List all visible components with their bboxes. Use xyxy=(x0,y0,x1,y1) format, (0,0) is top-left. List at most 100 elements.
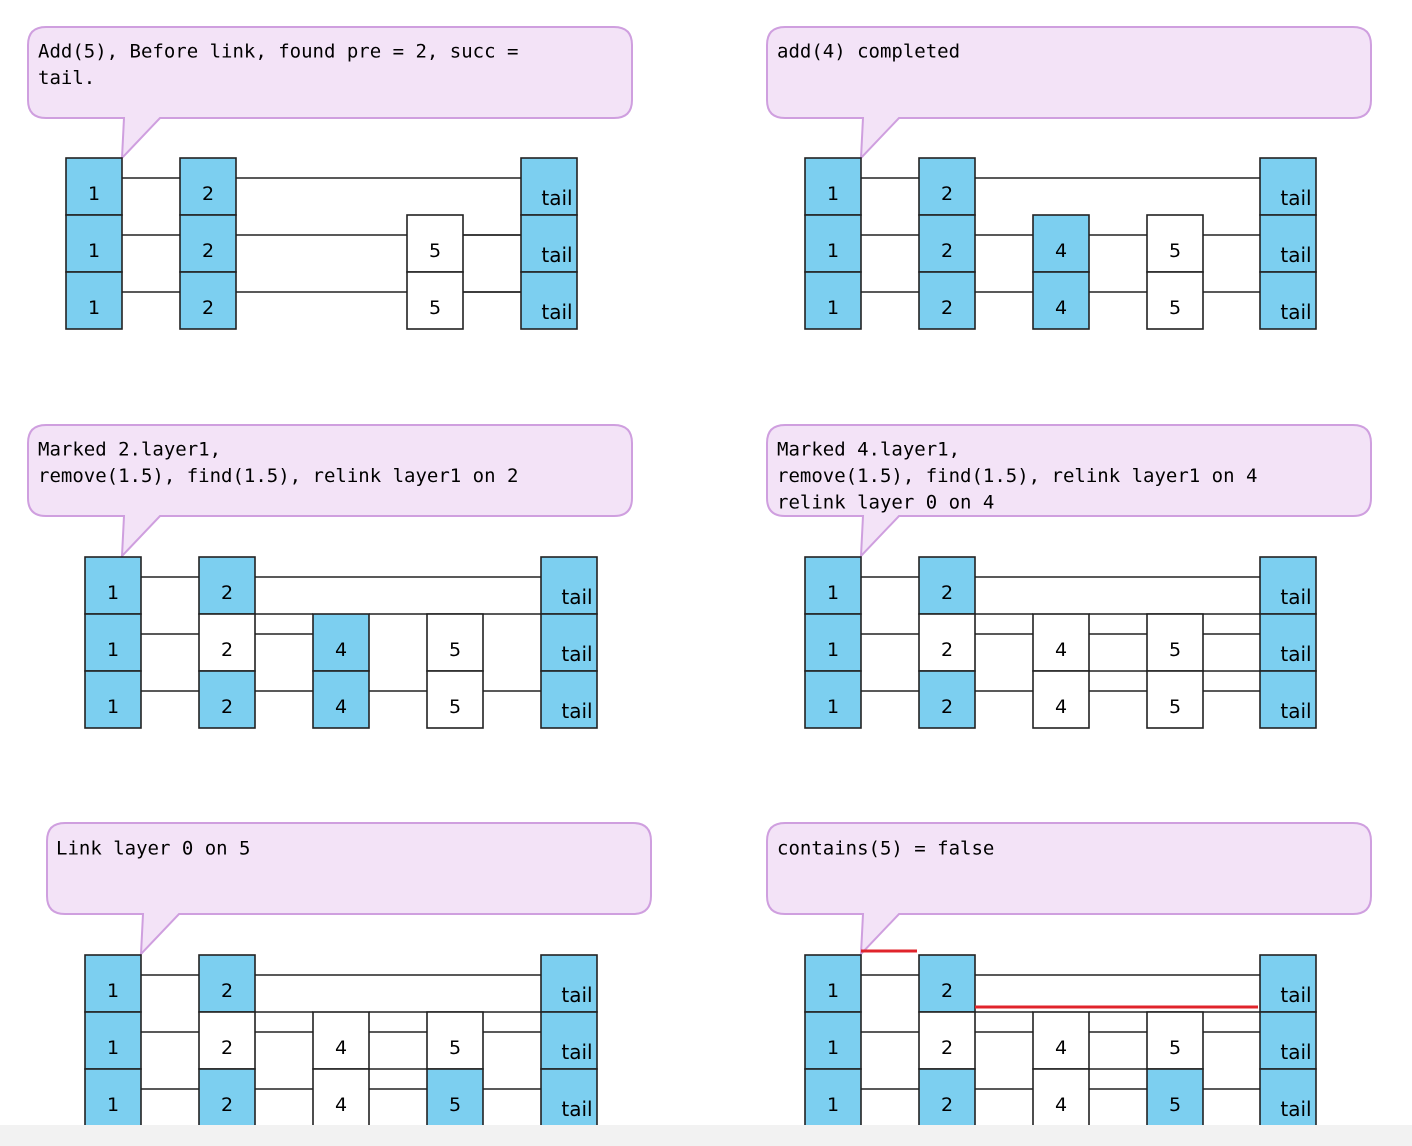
node-cell xyxy=(540,1068,598,1125)
node-cell xyxy=(1146,1011,1204,1070)
node-4: 44 xyxy=(1032,1011,1090,1125)
node-label: 5 xyxy=(1169,639,1181,661)
node-label: 2 xyxy=(941,297,953,319)
node-label: 2 xyxy=(941,1037,953,1059)
node-label: 2 xyxy=(221,696,233,718)
node-label: 2 xyxy=(221,582,233,604)
node-cell xyxy=(1032,670,1090,729)
node-cell xyxy=(540,613,598,672)
node-label: tail xyxy=(1280,699,1311,723)
node-cell xyxy=(540,670,598,729)
node-cell xyxy=(1032,271,1090,330)
node-label: 4 xyxy=(335,639,347,661)
node-label: 4 xyxy=(335,1094,347,1116)
node-cell xyxy=(84,613,142,672)
node-label: 5 xyxy=(449,639,461,661)
node-1: 111 xyxy=(804,556,862,729)
node-5: 55 xyxy=(1146,1011,1204,1125)
node-label: 2 xyxy=(941,1094,953,1116)
callout-bubble xyxy=(766,424,1372,559)
callout-text-line: tail. xyxy=(38,67,95,89)
node-label: 5 xyxy=(429,240,441,262)
node-label: 2 xyxy=(941,183,953,205)
node-cell xyxy=(426,1068,484,1125)
node-cell xyxy=(179,271,237,330)
node-cell xyxy=(65,157,123,216)
node-label: 2 xyxy=(941,980,953,1002)
node-cell xyxy=(1259,954,1317,1013)
callout-text-line: remove(1.5), find(1.5), relink layer1 on… xyxy=(777,465,1257,487)
node-cell xyxy=(179,157,237,216)
node-cell xyxy=(1259,214,1317,273)
node-4: 44 xyxy=(1032,214,1090,330)
node-cell xyxy=(1032,214,1090,273)
node-cell xyxy=(84,670,142,729)
node-label: 5 xyxy=(1169,297,1181,319)
node-4: 44 xyxy=(312,1011,370,1125)
node-cell xyxy=(1259,157,1317,216)
node-1: 111 xyxy=(65,157,123,330)
node-label: tail xyxy=(541,243,572,267)
callout-bubble xyxy=(46,822,652,957)
node-label: 5 xyxy=(1169,696,1181,718)
callout-bubble xyxy=(766,26,1372,161)
node-cell xyxy=(198,954,256,1013)
node-label: tail xyxy=(561,1040,592,1064)
node-cell xyxy=(1259,1011,1317,1070)
node-5: 55 xyxy=(1146,214,1204,330)
node-2: 222 xyxy=(918,556,976,729)
node-label: 1 xyxy=(107,980,119,1002)
node-5: 55 xyxy=(1146,613,1204,729)
panel-3: Marked 2.layer1,remove(1.5), find(1.5), … xyxy=(27,424,633,729)
node-cell xyxy=(918,1011,976,1070)
node-cell xyxy=(1146,1068,1204,1125)
node-cell xyxy=(1259,613,1317,672)
node-cell xyxy=(1259,1068,1317,1125)
node-cell xyxy=(520,271,578,330)
node-2: 2 2 2 xyxy=(918,157,976,330)
node-label: 4 xyxy=(1055,297,1067,319)
node-label: 2 xyxy=(941,240,953,262)
node-cell xyxy=(1146,670,1204,729)
node-4: 44 xyxy=(1032,613,1090,729)
node-cell xyxy=(426,613,484,672)
node-4: 44 xyxy=(312,613,370,729)
node-cell xyxy=(804,1011,862,1070)
node-label: 2 xyxy=(941,639,953,661)
callout-text-line: Marked 2.layer1, xyxy=(38,439,221,461)
node-label: 2 xyxy=(221,1037,233,1059)
node-label: 1 xyxy=(827,980,839,1002)
node-label: 1 xyxy=(827,582,839,604)
node-label: 1 xyxy=(107,1094,119,1116)
node-label: tail xyxy=(1280,1040,1311,1064)
node-cell xyxy=(918,271,976,330)
node-label: tail xyxy=(561,983,592,1007)
node-label: 4 xyxy=(1055,696,1067,718)
node-cell xyxy=(84,1068,142,1125)
node-label: tail xyxy=(1280,300,1311,324)
node-cell xyxy=(520,214,578,273)
node-cell xyxy=(804,556,862,615)
node-cell xyxy=(84,954,142,1013)
node-label: tail xyxy=(561,699,592,723)
node-cell xyxy=(312,1068,370,1125)
callout-text-line: relink layer 0 on 4 xyxy=(777,492,994,514)
node-label: 5 xyxy=(449,696,461,718)
node-cell xyxy=(918,954,976,1013)
node-cell xyxy=(918,613,976,672)
node-5: 55 xyxy=(406,214,464,330)
node-label: 4 xyxy=(1055,1094,1067,1116)
node-label: 2 xyxy=(202,240,214,262)
node-cell xyxy=(84,1011,142,1070)
panel-4: Marked 4.layer1,remove(1.5), find(1.5), … xyxy=(766,424,1372,729)
node-cell xyxy=(804,157,862,216)
node-label: 1 xyxy=(827,1094,839,1116)
node-label: tail xyxy=(1280,243,1311,267)
node-5: 55 xyxy=(426,1011,484,1125)
node-cell xyxy=(65,271,123,330)
